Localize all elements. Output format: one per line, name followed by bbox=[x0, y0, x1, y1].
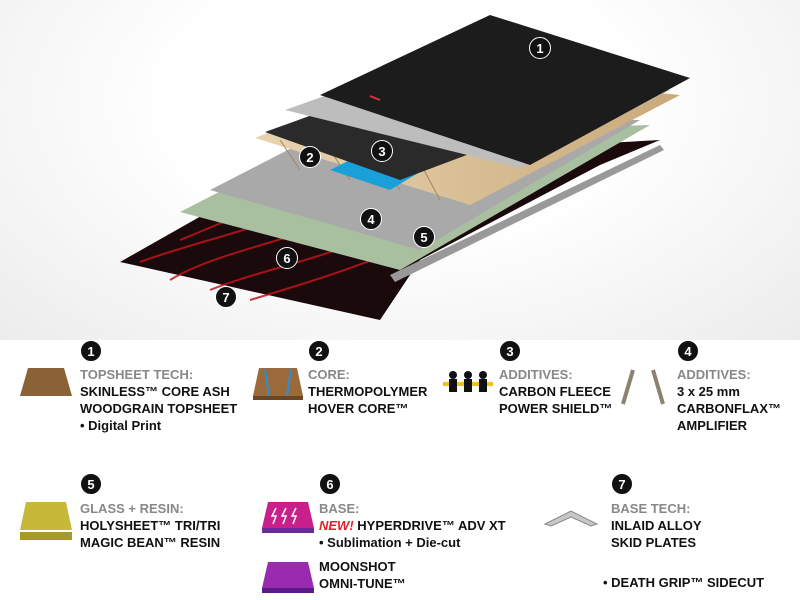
carbon-strips-icon bbox=[621, 369, 665, 405]
item-label: BASE: bbox=[319, 501, 360, 516]
item-3-number: 3 bbox=[499, 340, 521, 362]
item-label: ADDITIVES: bbox=[499, 367, 573, 382]
item-additives-fleece: ADDITIVES: CARBON FLEECE POWER SHIELD™ bbox=[499, 366, 612, 417]
item-topsheet: TOPSHEET TECH: SKINLESS™ CORE ASH WOODGR… bbox=[80, 366, 237, 434]
item-5-number: 5 bbox=[80, 473, 102, 495]
new-badge: NEW! bbox=[319, 518, 354, 533]
item-4-number: 4 bbox=[677, 340, 699, 362]
item-line: HOVER CORE™ bbox=[308, 401, 409, 416]
marker-4: 4 bbox=[360, 208, 382, 230]
item-line: MOONSHOT bbox=[319, 559, 396, 574]
item-base: BASE: NEW! HYPERDRIVE™ ADV XT • Sublimat… bbox=[319, 500, 506, 551]
item-label: CORE: bbox=[308, 367, 350, 382]
item-line: SKINLESS™ CORE ASH bbox=[80, 384, 230, 399]
item-line: • Digital Print bbox=[80, 418, 162, 433]
item-6-number: 6 bbox=[319, 473, 341, 495]
item-glass-resin: GLASS + RESIN: HOLYSHEET™ TRI/TRI MAGIC … bbox=[80, 500, 220, 551]
item-label: ADDITIVES: bbox=[677, 367, 751, 382]
moonshot-base-icon bbox=[262, 562, 314, 593]
item-line: HYPERDRIVE™ ADV XT bbox=[357, 518, 506, 533]
item-label: TOPSHEET TECH: bbox=[80, 367, 194, 382]
item-1-number: 1 bbox=[80, 340, 102, 362]
marker-7: 7 bbox=[215, 286, 237, 308]
marker-3: 3 bbox=[371, 140, 393, 162]
item-core: CORE: THERMOPOLYMER HOVER CORE™ bbox=[308, 366, 427, 417]
sidecut-note: • DEATH GRIP™ SIDECUT bbox=[603, 575, 765, 590]
item-2-number: 2 bbox=[308, 340, 330, 362]
item-moonshot: MOONSHOT OMNI-TUNE™ bbox=[319, 558, 406, 592]
item-line: THERMOPOLYMER bbox=[308, 384, 428, 399]
item-line: MAGIC BEAN™ RESIN bbox=[80, 535, 221, 550]
item-line: CARBON FLEECE bbox=[499, 384, 611, 399]
item-base-tech: BASE TECH: INLAID ALLOY SKID PLATES bbox=[611, 500, 702, 551]
marker-6: 6 bbox=[276, 247, 298, 269]
item-line: WOODGRAIN TOPSHEET bbox=[80, 401, 238, 416]
item-label: BASE TECH: bbox=[611, 501, 691, 516]
item-label: GLASS + RESIN: bbox=[80, 501, 184, 516]
item-line: POWER SHIELD™ bbox=[499, 401, 613, 416]
team-carry-icon bbox=[443, 371, 493, 392]
item-line: CARBONFLAX™ bbox=[677, 401, 781, 416]
base-lightning-icon bbox=[262, 502, 314, 533]
item-line: HOLYSHEET™ TRI/TRI bbox=[80, 518, 221, 533]
item-line: • Sublimation + Die-cut bbox=[319, 535, 461, 550]
fiberglass-icon bbox=[20, 502, 72, 540]
item-line: SKID PLATES bbox=[611, 535, 696, 550]
marker-5: 5 bbox=[413, 226, 435, 248]
skid-plate-icon bbox=[543, 510, 599, 527]
layer-edges bbox=[390, 145, 664, 282]
item-7-number: 7 bbox=[611, 473, 633, 495]
marker-2: 2 bbox=[299, 146, 321, 168]
woodgrain-swatch-icon bbox=[20, 368, 72, 396]
item-additives-carbonflax: ADDITIVES: 3 x 25 mm CARBONFLAX™ AMPLIFI… bbox=[677, 366, 781, 434]
item-line: INLAID ALLOY bbox=[611, 518, 702, 533]
marker-1: 1 bbox=[529, 37, 551, 59]
item-line: AMPLIFIER bbox=[677, 418, 748, 433]
item-line: OMNI-TUNE™ bbox=[319, 576, 406, 591]
item-line: 3 x 25 mm bbox=[677, 384, 740, 399]
layer-topsheet bbox=[320, 15, 690, 165]
wood-core-icon bbox=[253, 368, 303, 400]
board-exploded-diagram bbox=[120, 15, 690, 320]
